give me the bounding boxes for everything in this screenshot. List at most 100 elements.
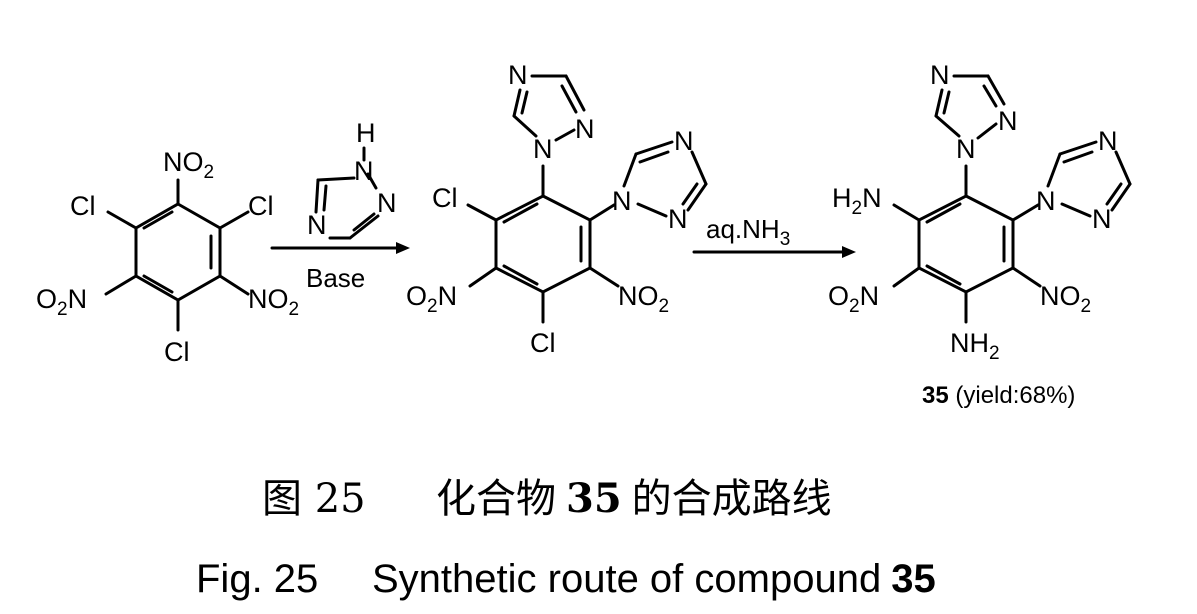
product-benzene-ring — [917, 194, 1015, 294]
tz1-bond — [564, 74, 586, 112]
intermediate-tz1-n1: N — [533, 134, 553, 164]
reaction-arrow-1: Base — [270, 242, 410, 293]
intermediate-bond-no2 — [588, 266, 620, 288]
reactant-bond-no2 — [104, 274, 138, 296]
tz1-bond — [512, 114, 538, 138]
reactant-cl-bottom: Cl — [164, 337, 190, 367]
intermediate-bond-no2 — [468, 266, 498, 288]
arrow-2-label: aq.NH3 — [706, 214, 790, 250]
reactant-cl-right: Cl — [248, 191, 274, 221]
tz2-bond — [636, 202, 668, 218]
ptz2-bond — [1114, 150, 1132, 186]
arrow-2-head — [842, 246, 856, 258]
ptz1-bond — [976, 122, 998, 140]
reactant-double-bond — [142, 274, 174, 294]
reagent-n1-atom: N — [354, 156, 374, 186]
tz1-bond — [512, 88, 522, 118]
product-triazole-top: N N N — [930, 60, 1018, 164]
ptz1-bond — [934, 88, 944, 118]
intermediate-molecule: Cl Cl O2N NO2 N N N N N N — [406, 60, 708, 358]
intermediate-tz2-n2: N — [668, 204, 688, 234]
reagent-h-atom: H — [356, 118, 376, 148]
product-o2n: O2N — [828, 281, 879, 317]
ptz1-bond — [986, 74, 1006, 106]
product-bond-tz2 — [1011, 203, 1040, 222]
product-label: 35 (yield:68%) — [922, 382, 1075, 409]
reactant-double-bond — [142, 210, 174, 230]
tz1-double — [560, 84, 578, 114]
product-triazole-right: N N N — [1036, 126, 1132, 234]
product-double-bond — [925, 202, 962, 224]
ptz1-bond — [934, 114, 961, 138]
caption-en-prefix: Fig. 25 — [196, 557, 318, 601]
tz2-bond — [686, 182, 708, 212]
reactant-molecule: NO2 Cl Cl O2N NO2 Cl — [36, 147, 299, 367]
intermediate-cl-bottom: Cl — [530, 328, 556, 358]
reactant-bond-no2 — [218, 274, 250, 296]
intermediate-o2n: O2N — [406, 281, 457, 317]
product-bond-no2 — [892, 266, 921, 288]
caption-cn-prefix: 图 25 — [262, 476, 366, 522]
ptz2-bond — [1060, 202, 1092, 218]
reagent-triazole: H N N N — [307, 118, 397, 240]
product-no2: NO2 — [1040, 281, 1091, 317]
reagent-ring-double — [352, 212, 376, 232]
ptz2-bond — [1110, 182, 1132, 212]
product-double-bond — [925, 264, 962, 286]
product-tz2-n4: N — [1098, 126, 1118, 156]
reactant-o2n-left: O2N — [36, 284, 87, 320]
tz2-double — [681, 182, 699, 206]
product-bond-nh2 — [892, 203, 921, 222]
intermediate-bond-cl — [466, 203, 498, 222]
intermediate-benzene-ring — [494, 194, 592, 294]
reactant-cl-left: Cl — [70, 191, 96, 221]
intermediate-bond-tz2 — [588, 203, 616, 222]
yield-text: (yield:68%) — [949, 382, 1076, 409]
reactant-bond-cl — [218, 210, 250, 230]
intermediate-tz1-n4: N — [508, 60, 528, 90]
reagent-ring-double — [322, 184, 328, 212]
intermediate-double-bond — [502, 264, 539, 286]
reagent-ring-bond — [366, 172, 378, 190]
compound-number: 35 — [922, 382, 949, 409]
intermediate-tz1-n2: N — [575, 114, 595, 144]
reagent-ring-bond — [348, 214, 380, 240]
reagent-ring-bond — [314, 178, 320, 214]
intermediate-triazole-top: N N N — [508, 60, 595, 164]
ptz1-double — [942, 90, 951, 115]
tz2-double — [638, 150, 670, 164]
product-tz1-n2: N — [998, 106, 1018, 136]
intermediate-cl-left: Cl — [432, 183, 458, 213]
reagent-n4-atom: N — [307, 210, 327, 240]
ptz1-double — [982, 84, 998, 108]
product-tz1-n4: N — [930, 60, 950, 90]
reaction-arrow-2: aq.NH3 — [692, 214, 856, 258]
tz1-double — [520, 90, 529, 115]
product-molecule: H2N NH2 O2N NO2 N N N N N N — [828, 60, 1132, 409]
product-tz2-n2: N — [1092, 204, 1112, 234]
tz2-bond — [690, 150, 708, 186]
intermediate-double-bond — [502, 202, 539, 224]
intermediate-no2: NO2 — [618, 281, 669, 317]
intermediate-tz2-n4: N — [674, 126, 694, 156]
tz2-bond — [634, 140, 674, 156]
reactant-bond-cl — [106, 210, 138, 230]
ptz2-double — [1105, 182, 1123, 206]
ptz2-bond — [1058, 140, 1098, 156]
product-tz2-n1: N — [1036, 186, 1056, 216]
ptz2-double — [1062, 150, 1094, 164]
tz1-bond — [554, 128, 576, 142]
reactant-benzene-ring — [134, 202, 222, 302]
arrow-1-label: Base — [306, 263, 365, 293]
arrow-1-head — [396, 242, 410, 254]
reagent-ring-bond — [316, 176, 356, 182]
product-nh2-bottom: NH2 — [950, 328, 1000, 364]
intermediate-tz2-n1: N — [612, 186, 632, 216]
product-bond-no2 — [1011, 266, 1042, 288]
product-tz1-n1: N — [956, 134, 976, 164]
